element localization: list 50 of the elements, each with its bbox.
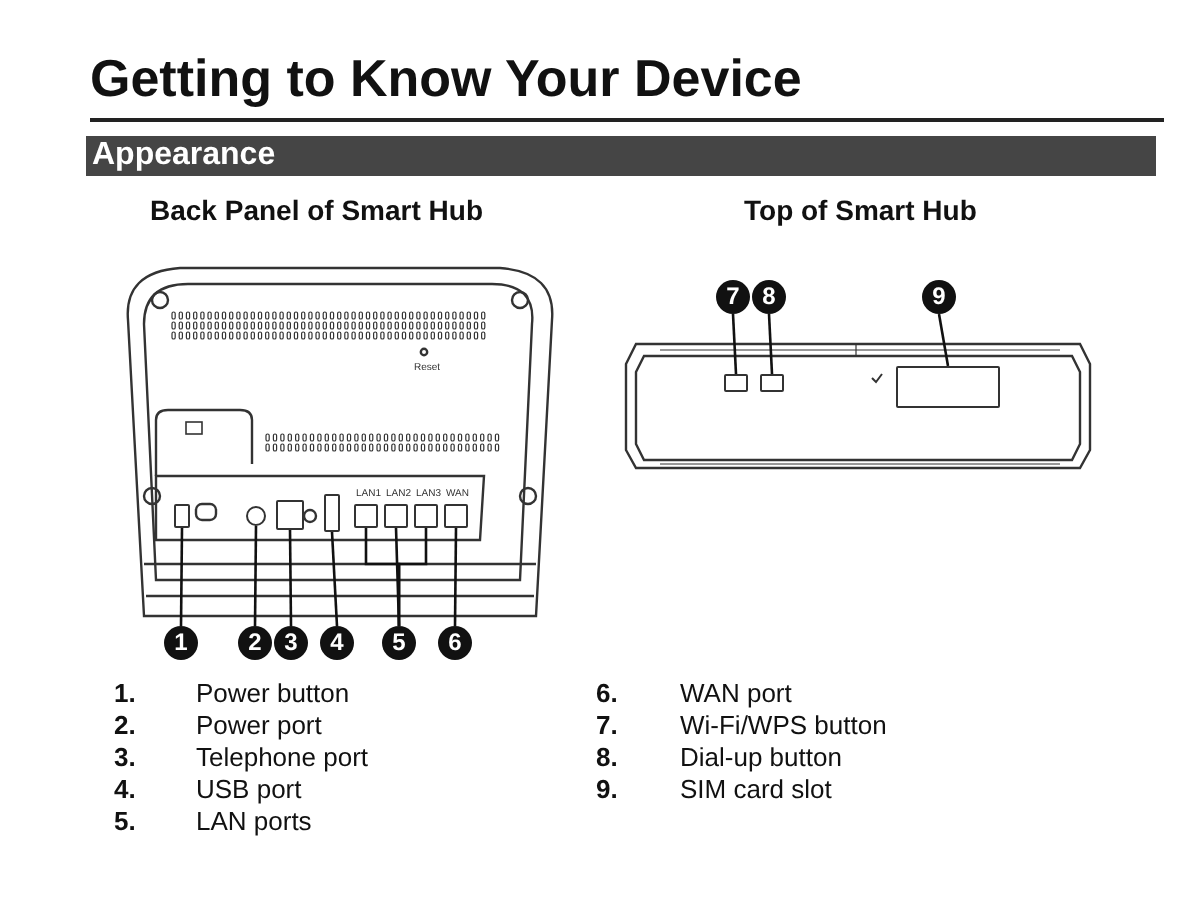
list-text: Power button (196, 678, 350, 708)
leader-line (330, 531, 339, 627)
leader-line (179, 528, 184, 626)
list-text: USB port (196, 774, 302, 804)
callout-number: 2 (238, 626, 272, 660)
dial-up-button (760, 374, 784, 392)
leader-line (453, 528, 458, 626)
callout-number: 8 (752, 280, 786, 314)
list-text: LAN ports (196, 806, 312, 836)
list-number: 7. (596, 710, 618, 740)
callout-number: 1 (164, 626, 198, 660)
leader-line (397, 528, 428, 626)
list-number: 8. (596, 742, 618, 772)
leader-line (767, 313, 774, 375)
lan-port (414, 504, 438, 528)
title: Getting to Know Your Device (90, 48, 802, 110)
list-text: Wi-Fi/WPS button (680, 710, 887, 740)
leader-line (731, 313, 738, 375)
list-text: SIM card slot (680, 774, 832, 804)
callout-number: 7 (716, 280, 750, 314)
subheading: Back Panel of Smart Hub (150, 194, 483, 226)
subheading: Top of Smart Hub (744, 194, 977, 226)
list-text: WAN port (680, 678, 792, 708)
list-number: 5. (114, 806, 136, 836)
list-text: Power port (196, 710, 322, 740)
list-number: 2. (114, 710, 136, 740)
callout-number: 3 (274, 626, 308, 660)
wps-button (724, 374, 748, 392)
callout-number: 5 (382, 626, 416, 660)
telephone-port (276, 500, 304, 530)
section-band: Appearance (86, 136, 1156, 176)
callout-number: 9 (922, 280, 956, 314)
list-number: 6. (596, 678, 618, 708)
callout-number: 6 (438, 626, 472, 660)
list-text: Dial-up button (680, 742, 842, 772)
wan-port (444, 504, 468, 528)
callout-number: 4 (320, 626, 354, 660)
lan-port (384, 504, 408, 528)
list-number: 9. (596, 774, 618, 804)
sim-card-slot (896, 366, 1000, 408)
leader-line (937, 313, 950, 367)
usb-port (324, 494, 340, 532)
list-number: 1. (114, 678, 136, 708)
lan-port (354, 504, 378, 528)
power-button (174, 504, 190, 528)
list-text: Telephone port (196, 742, 369, 772)
list-number: 3. (114, 742, 136, 772)
list-number: 4. (114, 774, 136, 804)
leader-line (288, 530, 293, 626)
leader-line (253, 526, 258, 626)
